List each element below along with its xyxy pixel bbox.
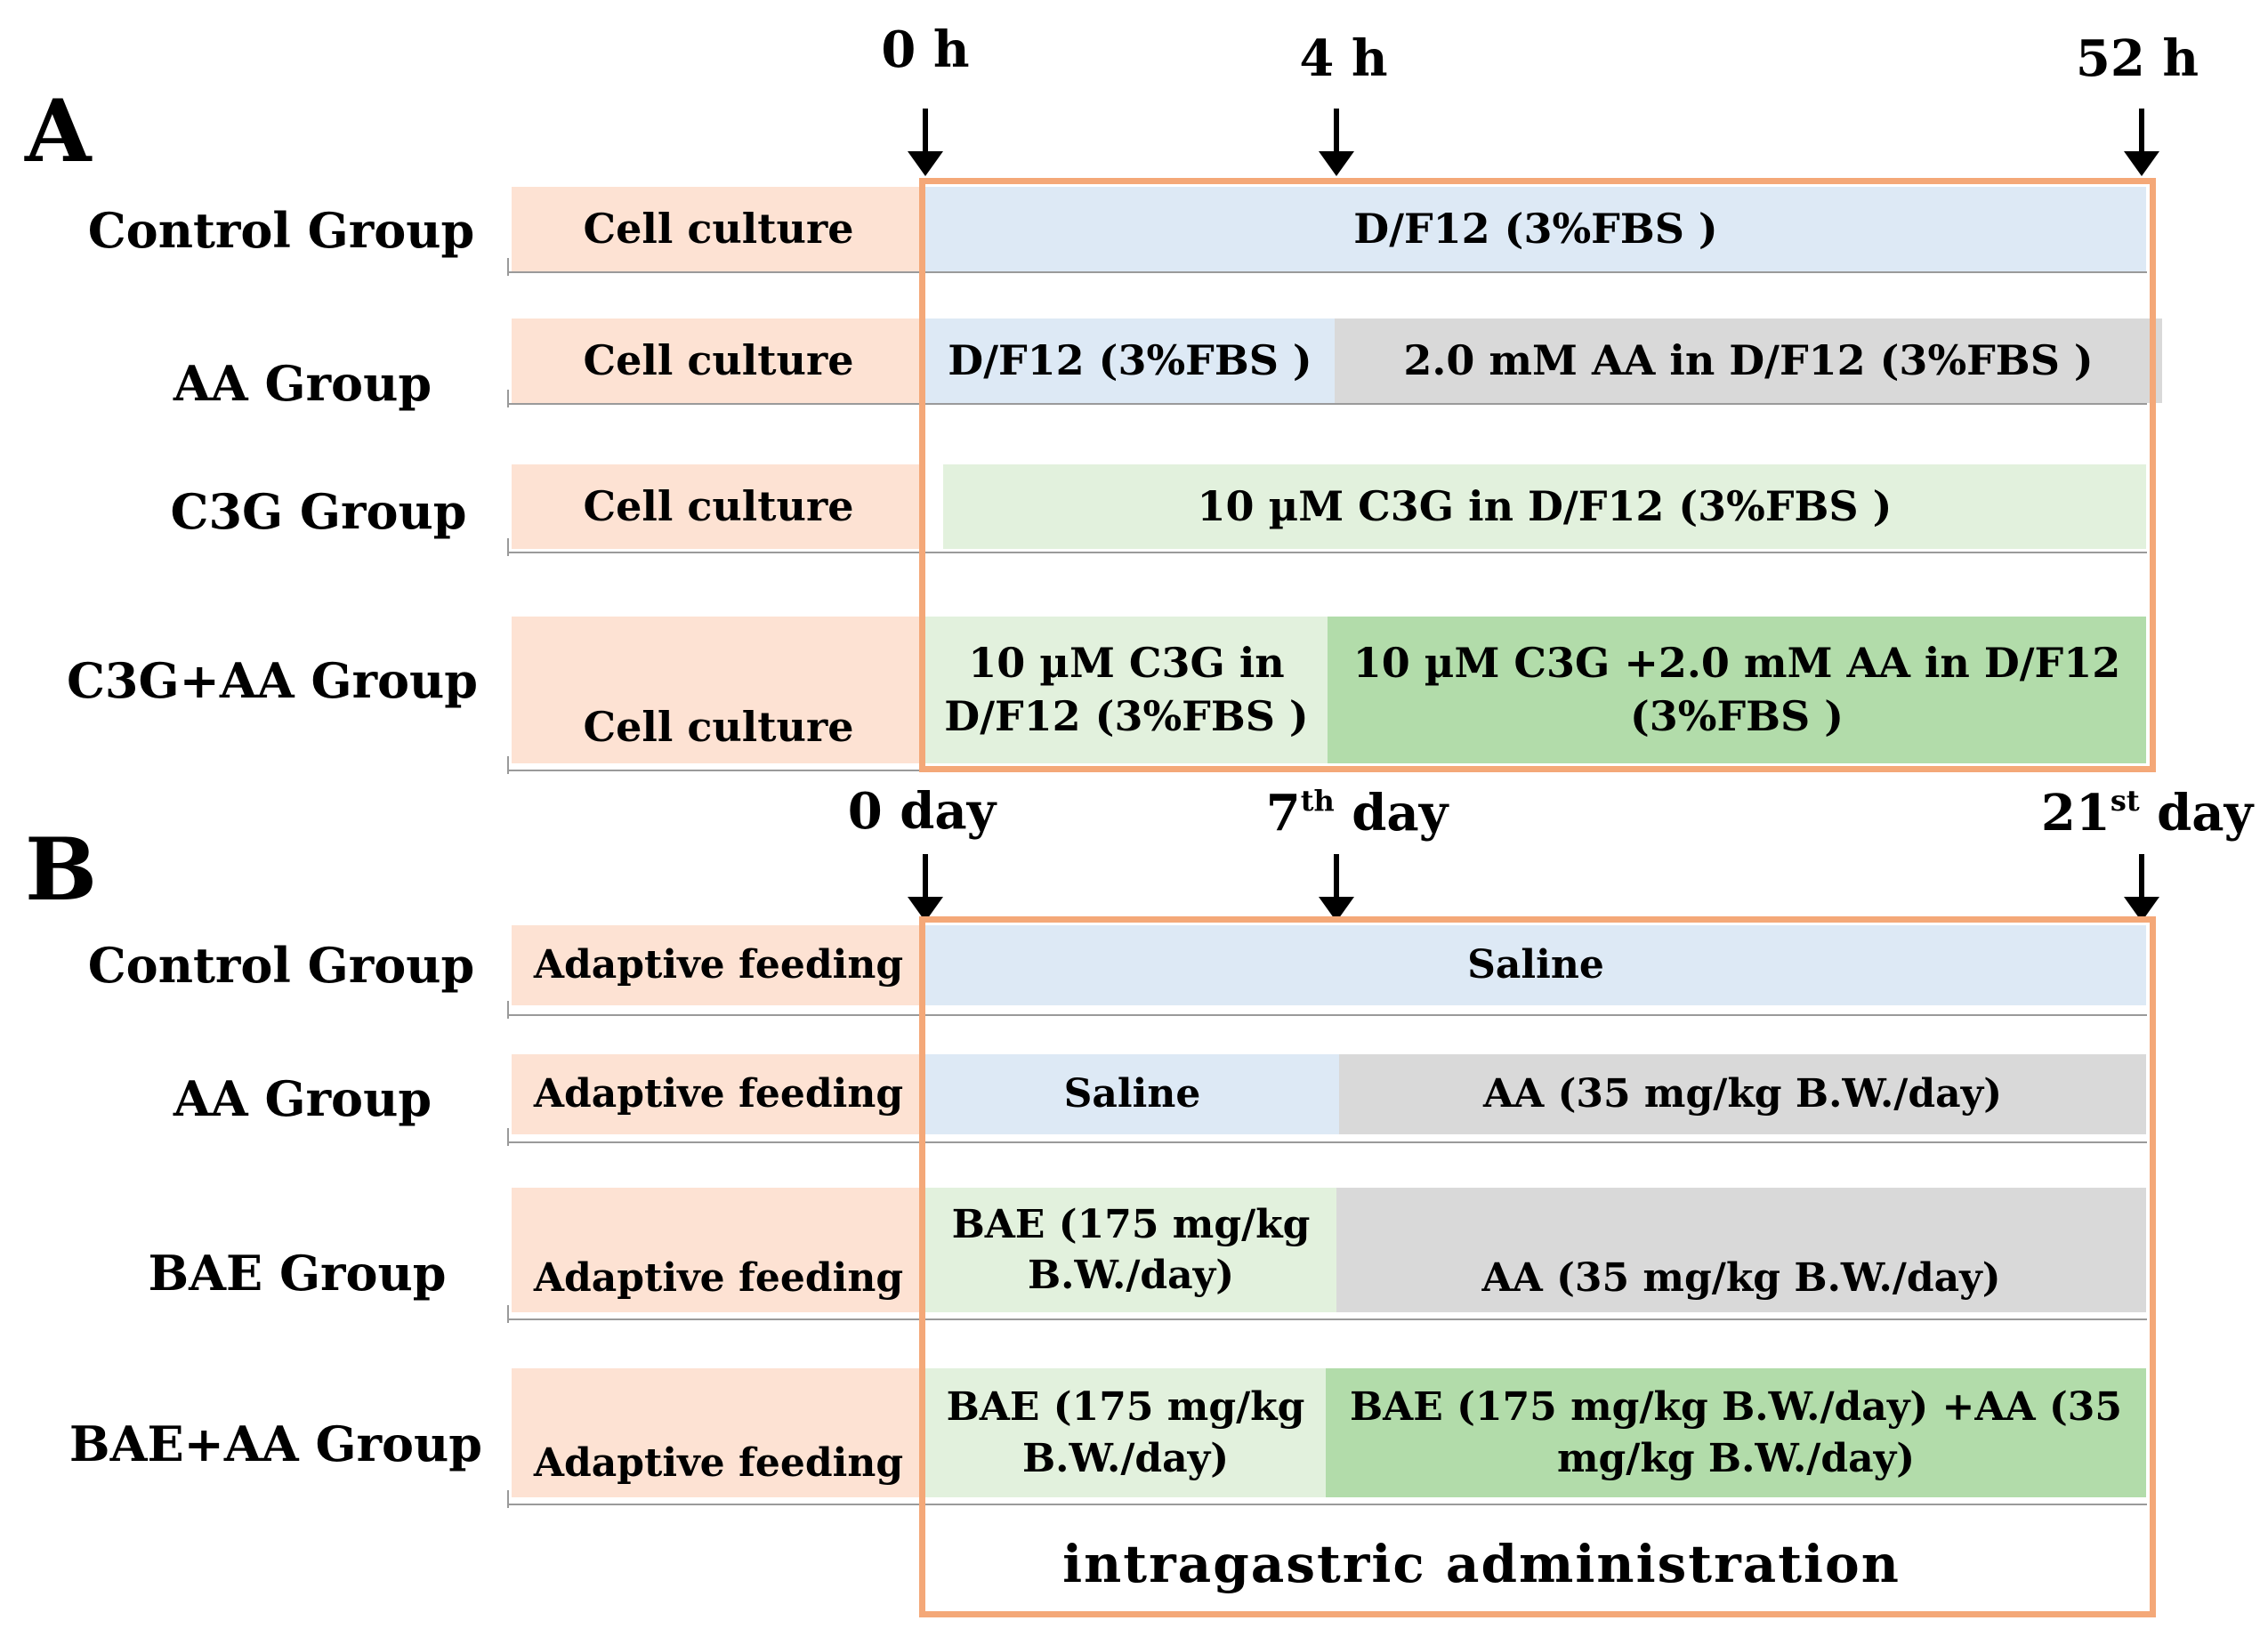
panel-a-c3g-stage-1: 10 µM C3G in D/F12 (3%FBS ) [943, 464, 2146, 549]
panel-a-group-aa: AA Group [173, 355, 432, 412]
panel-a-c3g-aa-stage-1: 10 µM C3G in D/F12 (3%FBS ) [925, 617, 1328, 763]
panel-b-control-baseline [507, 1014, 2147, 1016]
panel-a-aa-tick [507, 390, 509, 407]
panel-a-arrow-4h [1319, 109, 1354, 176]
panel-b-group-control: Control Group [87, 937, 475, 994]
panel-a-c3g-tick [507, 538, 509, 556]
panel-b-aa-baseline [507, 1141, 2147, 1143]
panel-a-c3g-aa-tick [507, 756, 509, 774]
panel-a-group-c3g-aa: C3G+AA Group [66, 652, 479, 709]
panel-b-aa-pre: Adaptive feeding [512, 1054, 925, 1134]
panel-a-arrow-52h [2124, 109, 2159, 176]
panel-a-aa-pre: Cell culture [512, 319, 925, 403]
panel-a-c3g-baseline [507, 552, 2147, 553]
panel-a-control-pre: Cell culture [512, 187, 925, 271]
panel-b-control-tick [507, 1001, 509, 1019]
panel-b-time-7: 7th day [1265, 784, 1449, 843]
panel-b-bae-aa-stage-1: BAE (175 mg/kg B.W./day) [925, 1368, 1326, 1497]
panel-a-group-c3g: C3G Group [170, 483, 467, 540]
panel-a-arrow-0h [908, 109, 943, 176]
panel-a-control-stage-1: D/F12 (3%FBS ) [925, 187, 2146, 271]
panel-b-arrow-0 [908, 854, 943, 922]
panel-b-caption: intragastric administration [1062, 1534, 1901, 1594]
panel-a-time-4h: 4 h [1299, 29, 1388, 88]
panel-a-control-tick [507, 258, 509, 276]
panel-b-bae-pre: Adaptive feeding [512, 1188, 925, 1312]
panel-b-bae-stage-1: BAE (175 mg/kg B.W./day) [925, 1188, 1336, 1312]
panel-a-c3g-aa-stage-2: 10 µM C3G +2.0 mM AA in D/F12 (3%FBS ) [1328, 617, 2146, 763]
panel-b-arrow-7 [1319, 854, 1354, 922]
panel-a-c3g-pre: Cell culture [512, 464, 925, 549]
panel-b-time-21: 21st day [2040, 784, 2254, 843]
panel-a-c3g-aa-pre: Cell culture [512, 617, 925, 763]
panel-b-letter: B [25, 819, 98, 920]
panel-b-group-aa: AA Group [173, 1070, 432, 1127]
panel-b-bae-stage-2: AA (35 mg/kg B.W./day) [1336, 1188, 2146, 1312]
panel-b-bae-aa-tick [507, 1490, 509, 1508]
panel-b-aa-stage-1: Saline [925, 1054, 1339, 1134]
panel-b-arrow-21 [2124, 854, 2159, 922]
panel-a-treatment-frame [919, 178, 2156, 772]
panel-b-time-0: 0 day [847, 782, 997, 841]
panel-b-bae-aa-stage-2: BAE (175 mg/kg B.W./day) +AA (35 mg/kg B… [1326, 1368, 2146, 1497]
panel-b-aa-tick [507, 1128, 509, 1146]
panel-a-group-control: Control Group [87, 202, 475, 259]
panel-b-group-bae: BAE Group [148, 1245, 447, 1302]
panel-b-aa-stage-2: AA (35 mg/kg B.W./day) [1339, 1054, 2146, 1134]
panel-b-treatment-frame [919, 916, 2156, 1617]
panel-b-bae-baseline [507, 1318, 2147, 1320]
panel-a-letter: A [25, 81, 92, 181]
panel-a-time-0h: 0 h [881, 20, 970, 79]
panel-a-aa-stage-2: 2.0 mM AA in D/F12 (3%FBS ) [1335, 319, 2162, 403]
panel-b-bae-aa-baseline [507, 1504, 2147, 1505]
panel-a-aa-baseline [507, 403, 2147, 405]
panel-b-control-stage-1: Saline [925, 925, 2146, 1005]
panel-b-group-bae-aa: BAE+AA Group [69, 1415, 483, 1472]
panel-a-aa-stage-1: D/F12 (3%FBS ) [925, 319, 1335, 403]
panel-a-control-baseline [507, 271, 2147, 273]
panel-b-bae-tick [507, 1305, 509, 1323]
panel-b-control-pre: Adaptive feeding [512, 925, 925, 1005]
panel-b-bae-aa-pre: Adaptive feeding [512, 1368, 925, 1497]
panel-a-time-52h: 52 h [2075, 29, 2199, 88]
